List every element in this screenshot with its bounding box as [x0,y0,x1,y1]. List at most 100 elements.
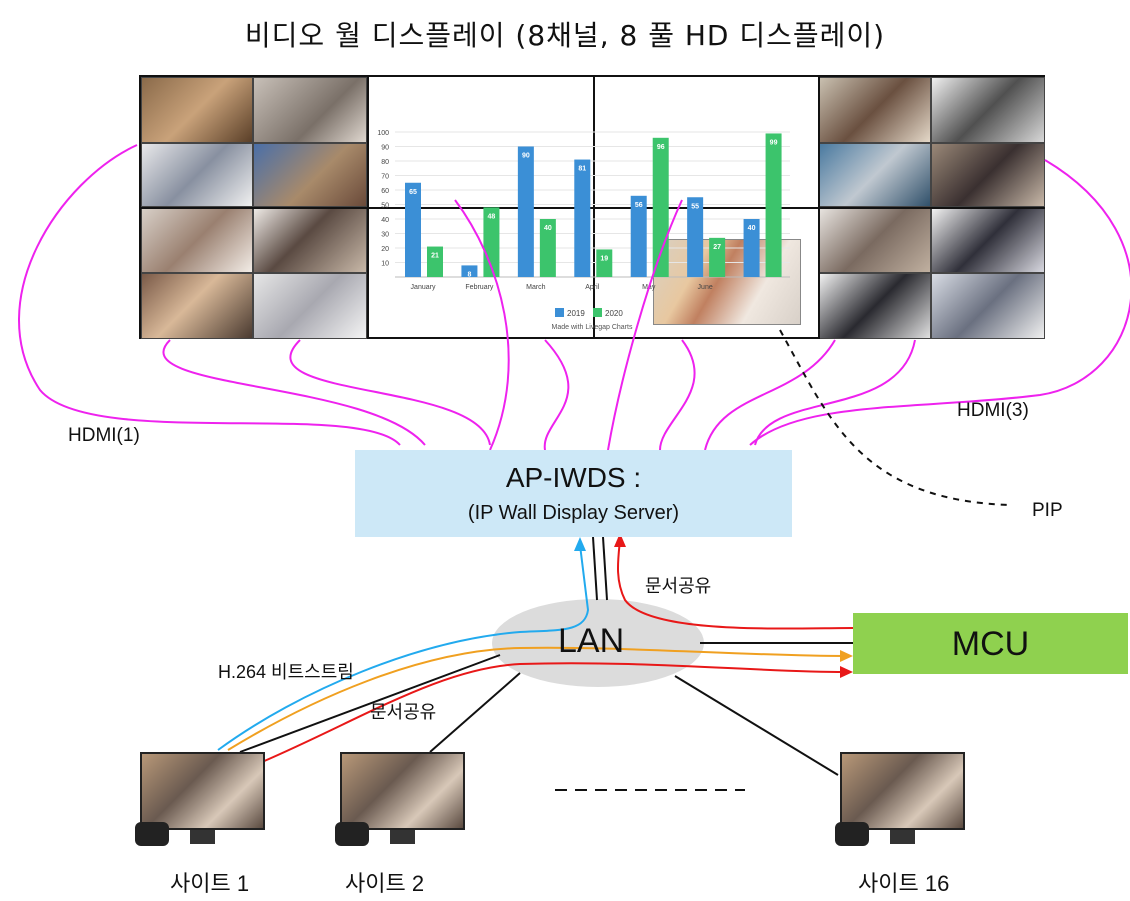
site-16-label: 사이트 16 [858,871,950,896]
bar-value-label: 96 [657,144,665,151]
bar-value-label: 21 [431,253,439,260]
doc-share-arrowhead-mcu [840,666,853,678]
bar-value-label: 55 [691,203,699,210]
y-tick-label: 40 [381,217,389,224]
site-2-stand [390,830,415,844]
site-1-monitor [140,752,265,830]
hdmi-cable-chart-3 [607,199,683,451]
bar-value-label: 81 [578,166,586,173]
hdmi-cable-chart-4 [659,339,696,451]
site-1-stand [190,830,215,844]
hdmi-cable-right-outer [749,159,1130,446]
bar-value-label: 65 [409,189,417,196]
y-tick-label: 20 [381,246,389,253]
x-tick-label: February [465,284,494,291]
site2-lan-link [429,672,521,753]
server-lan-link-2 [602,536,608,601]
video-tile-left-1 [141,77,253,143]
video-tile-left-7 [141,273,253,339]
hdmi3-label: HDMI(3) [957,400,1029,421]
server-subtitle: (IP Wall Display Server) [467,502,680,524]
y-tick-label: 60 [381,188,389,195]
site-16-monitor [840,752,965,830]
bar-2019 [574,159,591,277]
video-tile-left-2 [253,77,367,143]
hdmi-cable-left-1 [162,339,426,446]
site-16-camera-icon [835,822,869,846]
video-tile-left-5 [141,207,253,273]
video-tile-left-3 [141,143,253,207]
video-tile-right-6 [931,207,1045,273]
y-tick-label: 30 [381,232,389,239]
hdmi-cable-right-1 [704,339,836,451]
site16-lan-link [674,675,839,776]
video-wall [139,75,1045,339]
x-tick-label: January [411,284,436,291]
bar-2019 [517,146,534,277]
bar-2019 [630,195,647,277]
video-tile-right-2 [931,77,1045,143]
bitstream-label: H.264 비트스트림 [218,662,354,682]
video-tile-right-5 [819,207,931,273]
site-16-stand [890,830,915,844]
wall-divider-h [141,207,1045,209]
bar-2020 [652,137,669,277]
page-title: 비디오 월 디스플레이 (8채널, 8 풀 HD 디스플레이) [244,19,886,52]
video-tile-right-1 [819,77,931,143]
site-2-monitor [340,752,465,830]
hdmi-cable-right-2 [754,339,916,446]
server-name: AP-IWDS : [505,462,642,493]
bar-value-label: 19 [600,255,608,262]
y-tick-label: 10 [381,261,389,268]
bar-value-label: 40 [544,225,552,232]
bar-value-label: 90 [522,153,530,160]
ip-wall-display-server: AP-IWDS : (IP Wall Display Server) [355,450,792,537]
video-tile-right-7 [819,273,931,339]
bar-2020 [427,246,443,277]
x-tick-label: March [526,284,546,291]
hdmi-cable-left-outer [18,144,401,446]
y-tick-label: 80 [381,159,389,166]
bar-2019 [461,265,478,277]
bar-2019 [405,182,421,277]
legend-label: 2020 [605,309,623,318]
hdmi-cable-left-2 [289,339,491,446]
bitstream-blue-line [217,544,590,751]
bitstream-orange-arrowhead [840,650,853,662]
bitstream-orange-line [227,646,846,751]
bar-2020 [539,219,556,277]
site1-lan-link [239,654,501,753]
legend-swatch [555,308,564,317]
mcu-box: MCU [853,613,1128,674]
pip-label: PIP [1032,500,1063,521]
site-2-camera-icon [335,822,369,846]
doc-share-red-site1 [261,662,846,763]
legend-swatch [593,308,602,317]
bar-value-label: 99 [770,139,778,146]
lan-label: LAN [558,622,625,660]
video-tile-left-8 [253,273,367,339]
bar-2019 [743,219,760,277]
site-1-label: 사이트 1 [170,871,250,896]
y-tick-label: 70 [381,174,389,181]
bar-value-label: 40 [748,225,756,232]
y-tick-label: 90 [381,145,389,152]
x-tick-label: April [585,284,599,291]
video-tile-right-4 [931,143,1045,207]
bar-value-label: 27 [713,244,721,251]
bar-2020 [709,237,726,277]
chart-footnote: Made with Livegap Charts [552,324,633,331]
site-1-camera-icon [135,822,169,846]
doc-share-label-bottom: 문서공유 [370,702,437,722]
bar-value-label: 48 [488,213,496,220]
site-2-label: 사이트 2 [345,871,425,896]
bar-value-label: 8 [467,271,471,278]
server-lan-link-1 [592,536,598,601]
video-tile-right-8 [931,273,1045,339]
bitstream-arrowhead-up [574,537,586,551]
mcu-label: MCU [951,625,1030,663]
bar-2019 [687,197,704,277]
video-tile-left-4 [253,143,367,207]
